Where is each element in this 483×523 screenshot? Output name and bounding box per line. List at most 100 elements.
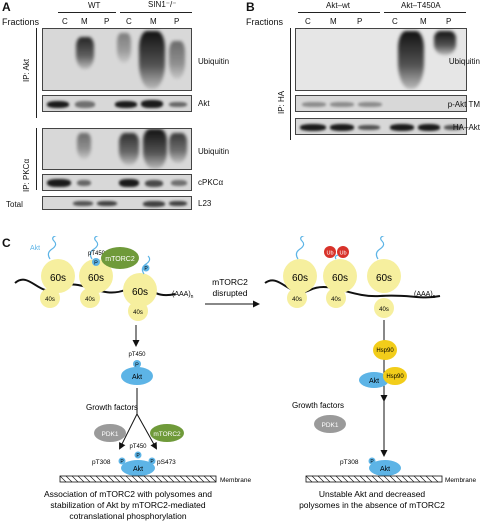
mtorc2-bottom-left <box>150 424 184 442</box>
nascent-akt-chain <box>295 236 305 260</box>
pdk1-label: PDK1 <box>102 431 119 438</box>
blot-band <box>119 179 139 187</box>
panel-a-lane-5: M <box>150 17 157 26</box>
transition-label-1: mTORC2 <box>212 277 248 287</box>
blot-smear <box>434 31 456 55</box>
panel-a-group-wt: WT <box>88 1 101 10</box>
ribosome-60s-left-3 <box>123 273 157 307</box>
panel-b-group-line-t450a <box>384 12 466 13</box>
ribosome-60s-label: 60s <box>50 273 66 284</box>
panel-b-lane-4: C <box>392 17 398 26</box>
blot-band <box>169 102 187 107</box>
panel-a-label-ubiquitin-2: Ubiquitin <box>198 147 230 156</box>
blot-smear <box>169 133 187 163</box>
panel-b-lane-5: M <box>420 17 427 26</box>
panel-a-total-label: Total <box>6 200 23 209</box>
ribosome-40s-left-1 <box>40 288 60 308</box>
panel-b-group-wt: Akt–wt <box>326 1 351 10</box>
panel-b-fractions-label: Fractions <box>246 17 284 27</box>
akt-nascent-label: Akt <box>30 245 40 252</box>
blot-band <box>390 124 414 131</box>
panel-b-letter: B <box>246 0 255 14</box>
panel-a-blot-l23 <box>42 196 192 210</box>
p-label: P <box>120 459 124 465</box>
membrane-left <box>59 475 217 483</box>
panel-a-fractions-label: Fractions <box>2 17 40 27</box>
mtorc2-label: mTORC2 <box>153 431 181 438</box>
ribosome-40s-left-2 <box>80 288 100 308</box>
panel-a-label-akt: Akt <box>198 99 210 108</box>
phospho-p-icon <box>118 457 126 465</box>
panel-a-blot-ubiquitin-akt <box>42 28 192 91</box>
arrow-split-left <box>119 413 138 450</box>
panel-b-lane-2: M <box>330 17 337 26</box>
caption-right-line-2: polysomes in the absence of mTORC2 <box>299 500 445 510</box>
pdk1-right <box>314 415 346 433</box>
akt-protein-right <box>359 372 389 388</box>
blot-band <box>358 102 382 107</box>
blot-band <box>171 180 187 186</box>
ribosome-40s-label: 40s <box>45 297 55 303</box>
ub-label: Ub <box>326 251 333 257</box>
blot-smear <box>143 129 167 169</box>
akt-label: Akt <box>380 466 390 473</box>
blot-band <box>77 180 91 186</box>
blot-smear <box>76 37 94 69</box>
panel-a-label-ubiquitin-1: Ubiquitin <box>198 57 230 66</box>
blot-smear <box>398 31 424 89</box>
pt308-label-left: pT308 <box>92 459 111 466</box>
panel-b-blot-ubiquitin <box>295 28 467 91</box>
phospho-p-icon <box>92 258 100 266</box>
caption-right-line-1: Unstable Akt and decreased <box>319 489 426 499</box>
ub-label: Ub <box>339 251 346 257</box>
panel-a-lane-4: C <box>126 17 132 26</box>
blot-smear <box>77 133 91 159</box>
blot-smear <box>117 33 131 63</box>
panel-a-blot-akt <box>42 95 192 112</box>
akt-membrane-right <box>369 460 401 476</box>
nascent-akt-chain <box>47 236 57 260</box>
ribosome-60s-right-2 <box>323 259 357 293</box>
p-label: P <box>370 459 374 465</box>
panel-b-ip-ha-bracket <box>290 28 291 140</box>
panel-a-blot-cpkca <box>42 174 192 191</box>
panel-a-label-l23: L23 <box>198 199 212 208</box>
pdk1-label: PDK1 <box>322 422 339 429</box>
blot-band <box>141 100 163 108</box>
ribosome-40s-right-1 <box>287 288 307 308</box>
blot-smear <box>139 31 165 89</box>
blot-band <box>47 101 69 108</box>
panel-b-blot-pakt-tm <box>295 95 467 112</box>
pt450-label: pT450 <box>88 251 106 257</box>
growth-factors-right: Growth factors <box>292 401 344 410</box>
pdk1-left <box>94 424 126 442</box>
panel-b-group-line-wt <box>298 12 380 13</box>
akt-protein-left <box>121 367 153 385</box>
caption-left-line-3: cotranslational phosphorylation <box>69 511 186 521</box>
panel-b-group-t450a: Akt–T450A <box>401 1 441 10</box>
akt-membrane-left <box>121 460 155 476</box>
ribosome-60s-left-1 <box>41 259 75 293</box>
panel-b-label-ha-akt: HA–Akt <box>452 123 480 132</box>
blot-band <box>47 179 71 187</box>
panel-c-diagram: 60s 40s 60s 40s 60s 40s Akt pT450 P mTOR… <box>14 236 476 521</box>
p-label: P <box>150 459 154 465</box>
hsp90-label: Hsp90 <box>376 348 394 354</box>
polya-left: (AAA)n <box>172 291 194 300</box>
panel-b-ip-ha-label: IP: HA <box>277 90 286 114</box>
ubiquitin-icon <box>324 246 336 258</box>
ribosome-40s-label: 40s <box>292 297 302 303</box>
phospho-p-icon <box>133 360 141 368</box>
panel-b-lane-6: P <box>446 17 452 26</box>
akt-label: Akt <box>369 378 379 385</box>
ribosome-40s-label: 40s <box>331 297 341 303</box>
caption-left-line-1: Association of mTORC2 with polysomes and <box>44 489 212 499</box>
blot-band <box>418 124 440 131</box>
hsp90-label: Hsp90 <box>386 374 404 380</box>
hsp90-top <box>373 340 397 360</box>
pt450-label: pT450 <box>128 352 146 358</box>
membrane-right <box>305 475 443 483</box>
panel-a-lane-2: M <box>81 17 88 26</box>
ribosome-60s-label: 60s <box>376 273 392 284</box>
akt-label: Akt <box>133 466 143 473</box>
